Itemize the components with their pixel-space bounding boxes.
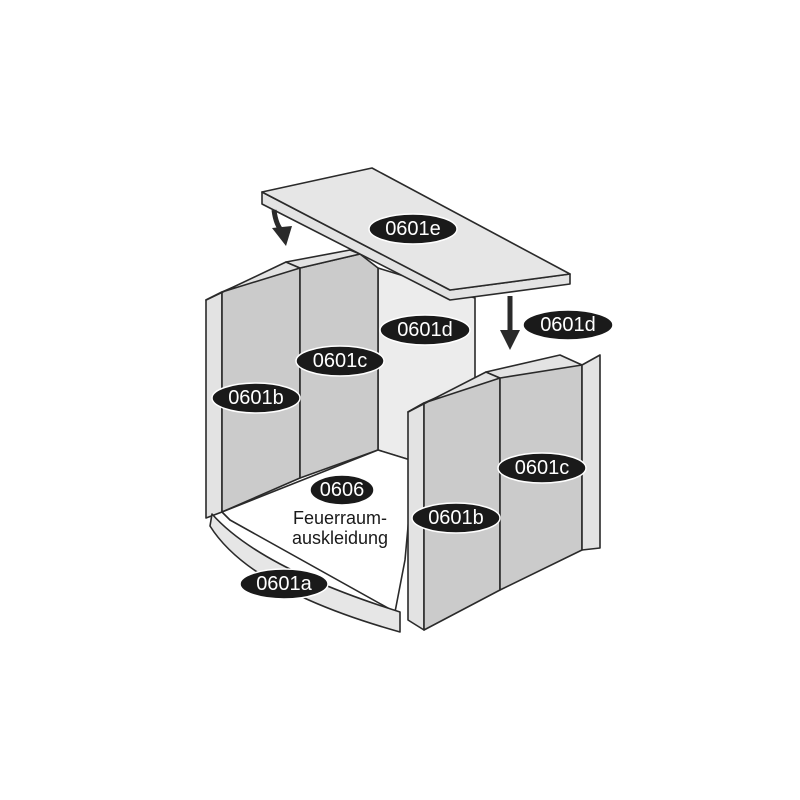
label-right-outer: 0601b (411, 502, 501, 534)
front-floor-piece (209, 513, 401, 633)
svg-text:0601c: 0601c (313, 350, 368, 372)
arrow-right-down-icon (500, 296, 520, 350)
svg-text:0601a: 0601a (256, 573, 312, 595)
label-right-inner: 0601c (497, 452, 587, 484)
arrow-left-down-icon (271, 209, 292, 246)
label-floor-front: 0601a (239, 568, 329, 600)
svg-text:0601d: 0601d (540, 314, 596, 336)
svg-text:0601d: 0601d (397, 319, 453, 341)
caption-line1: Feuerraum- (293, 508, 387, 528)
label-top-plate: 0601e (368, 213, 458, 245)
label-left-outer: 0601b (211, 382, 301, 414)
svg-text:0601e: 0601e (385, 218, 441, 240)
svg-text:0601c: 0601c (515, 457, 570, 479)
right-inner-panel (485, 354, 601, 591)
caption-line2: auskleidung (292, 528, 388, 548)
svg-text:0601b: 0601b (228, 387, 284, 409)
label-back-left: 0601d (379, 314, 471, 346)
label-lining-code: 0606 (309, 474, 375, 506)
svg-text:0606: 0606 (320, 479, 365, 501)
svg-text:0601b: 0601b (428, 507, 484, 529)
right-outer-panel (407, 371, 501, 631)
label-back-right: 0601d (522, 309, 614, 341)
label-left-inner: 0601c (295, 345, 385, 377)
